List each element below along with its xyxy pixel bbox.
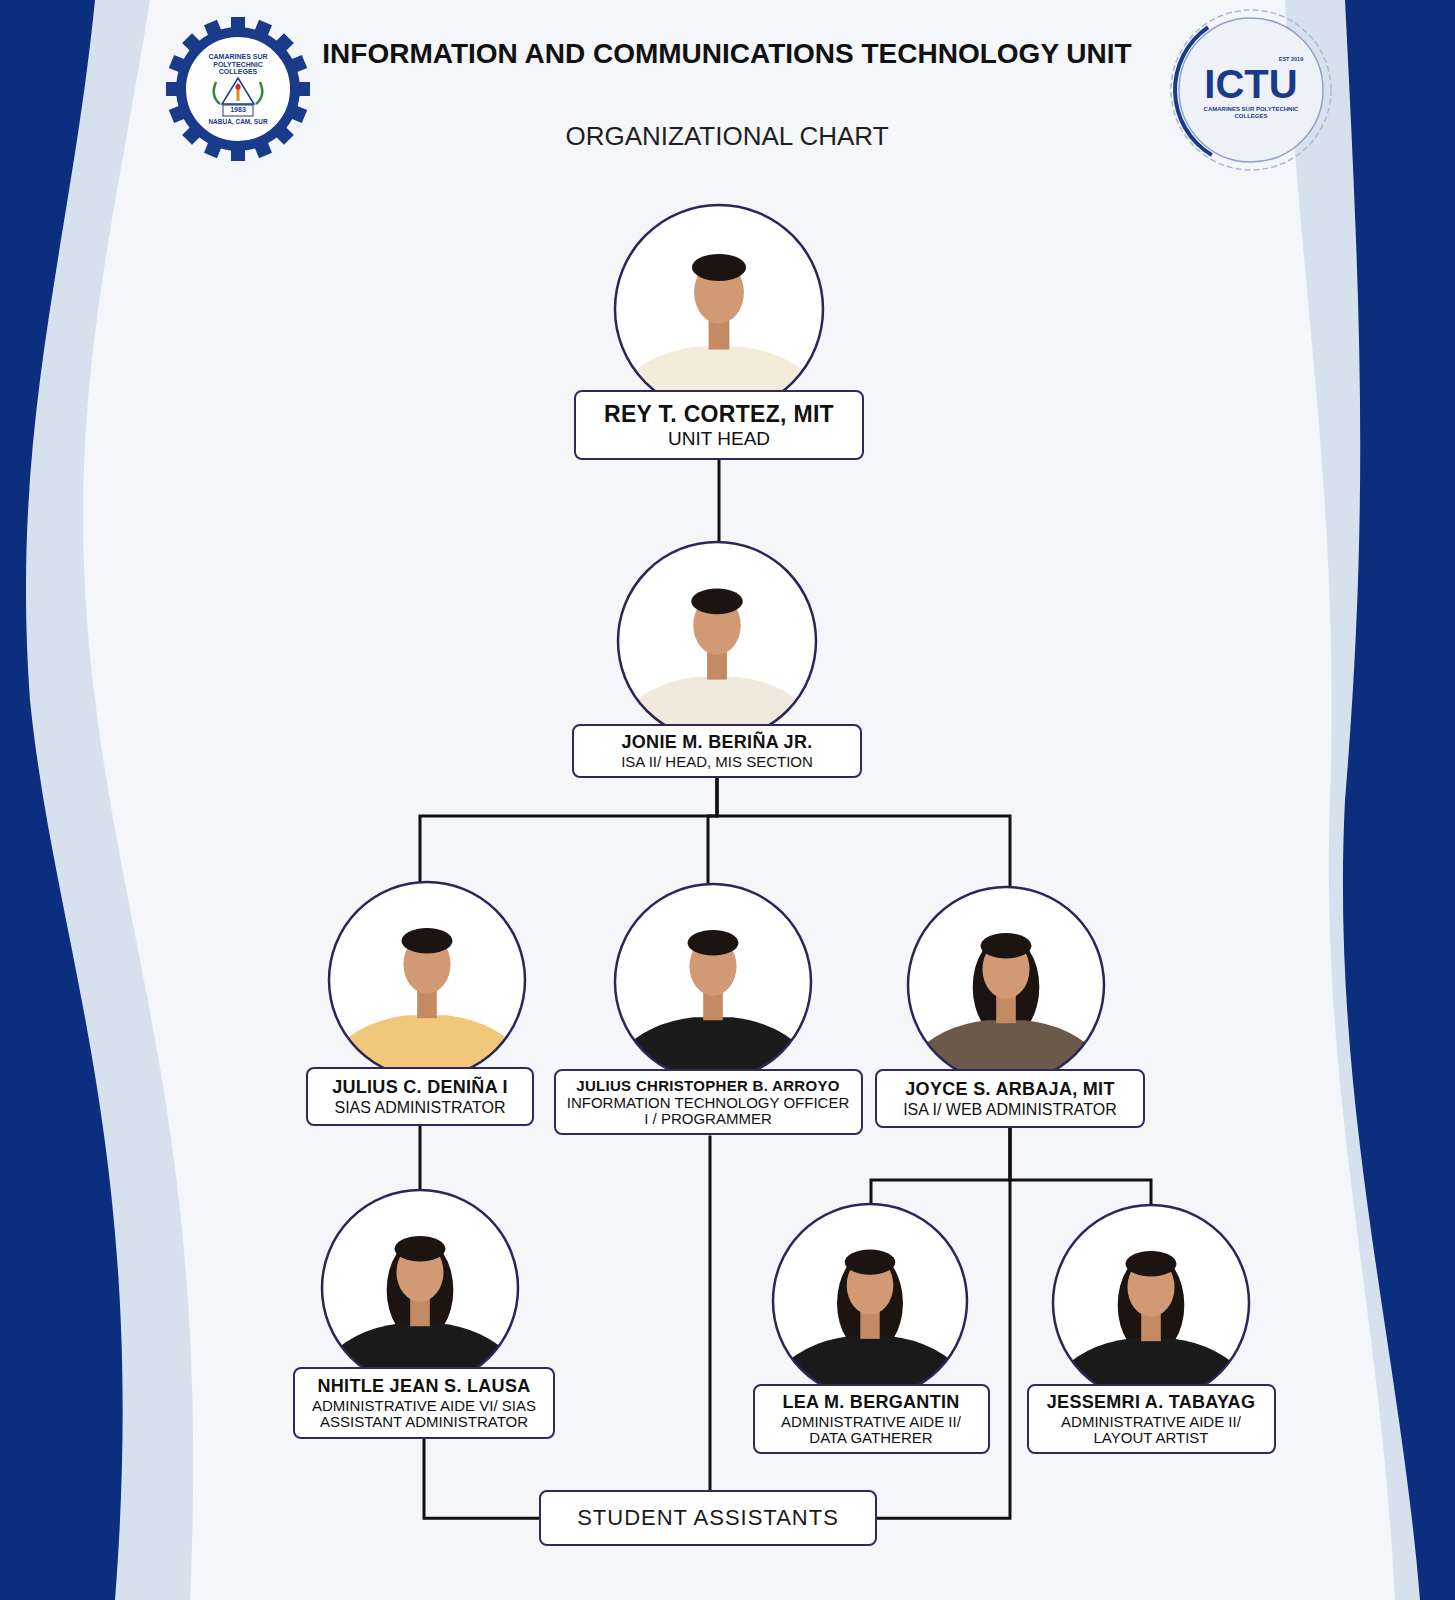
portrait bbox=[773, 1204, 967, 1398]
connector-line bbox=[709, 1135, 712, 1490]
portrait-ground bbox=[322, 1190, 518, 1386]
portrait bbox=[322, 1190, 518, 1386]
person-name: NHITLE JEAN S. LAUSA bbox=[317, 1376, 530, 1398]
person-role: ADMINISTRATIVE AIDE II/ LAYOUT ARTIST bbox=[1039, 1414, 1264, 1446]
person-role: ADMINISTRATIVE AIDE VI/ SIAS ASSISTANT A… bbox=[305, 1398, 543, 1430]
person-box: JULIUS C. DENIÑA ISIAS ADMINISTRATOR bbox=[306, 1067, 534, 1126]
logo-text: NABUA, CAM. SUR bbox=[198, 118, 278, 126]
left-dark-wave bbox=[0, 0, 123, 1600]
gear-ring bbox=[176, 27, 300, 151]
person-role: UNIT HEAD bbox=[590, 429, 848, 450]
logo-text: CAMARINES SUR POLYTECHNIC COLLEGES bbox=[199, 53, 277, 76]
torch bbox=[237, 90, 240, 101]
person-name: JULIUS CHRISTOPHER B. ARROYO bbox=[576, 1077, 839, 1095]
portrait bbox=[615, 884, 811, 1080]
hair bbox=[692, 254, 746, 281]
logo-year: 1983 bbox=[223, 106, 253, 114]
person-box: JESSEMRI A. TABAYAGADMINISTRATIVE AIDE I… bbox=[1027, 1384, 1276, 1454]
portrait-ground bbox=[773, 1204, 967, 1398]
person-box: NHITLE JEAN S. LAUSAADMINISTRATIVE AIDE … bbox=[293, 1367, 555, 1439]
person-role: ISA I/ WEB ADMINISTRATOR bbox=[887, 1101, 1133, 1118]
right-dark-wave bbox=[1343, 0, 1455, 1600]
logo-text: CAMARINES SUR POLYTECHNIC COLLEGES bbox=[1196, 106, 1306, 120]
portrait-ground bbox=[908, 887, 1104, 1083]
person-name: REY T. CORTEZ, MIT bbox=[604, 401, 834, 429]
person-box: JULIUS CHRISTOPHER B. ARROYOINFORMATION … bbox=[554, 1069, 863, 1135]
logo-wordmark: ICTU bbox=[1176, 64, 1326, 104]
hair bbox=[691, 589, 742, 615]
portrait-frame bbox=[773, 1204, 967, 1398]
chart-title: INFORMATION AND COMMUNICATIONS TECHNOLOG… bbox=[302, 38, 1152, 70]
portrait bbox=[615, 205, 823, 413]
hair bbox=[402, 928, 453, 953]
connector-line bbox=[424, 1439, 539, 1518]
person-role: INFORMATION TECHNOLOGY OFFICER I / PROGR… bbox=[566, 1095, 851, 1127]
portrait-ground bbox=[615, 884, 811, 1080]
portrait bbox=[908, 887, 1104, 1083]
left-light-wave bbox=[0, 0, 193, 1600]
logo-text: EST 2019 bbox=[1271, 56, 1311, 62]
logo-ring bbox=[1171, 10, 1331, 170]
portrait-frame bbox=[1053, 1205, 1249, 1401]
portrait-frame bbox=[908, 887, 1104, 1083]
person-box: REY T. CORTEZ, MITUNIT HEAD bbox=[574, 390, 864, 460]
portrait-ground bbox=[1053, 1205, 1249, 1401]
group-box: STUDENT ASSISTANTS bbox=[539, 1490, 877, 1546]
portrait-frame bbox=[329, 882, 525, 1078]
hair bbox=[1126, 1251, 1177, 1276]
portrait-ground bbox=[329, 882, 525, 1078]
person-box: JONIE M. BERIÑA JR.ISA II/ HEAD, MIS SEC… bbox=[572, 724, 862, 778]
person-box: JOYCE S. ARBAJA, MITISA I/ WEB ADMINISTR… bbox=[875, 1069, 1145, 1128]
person-name: JESSEMRI A. TABAYAG bbox=[1047, 1392, 1255, 1414]
person-name: JONIE M. BERIÑA JR. bbox=[621, 732, 812, 754]
portrait bbox=[1053, 1205, 1249, 1401]
hair bbox=[395, 1236, 446, 1261]
portrait-ground bbox=[618, 542, 816, 740]
portrait-frame bbox=[618, 542, 816, 740]
person-role: SIAS ADMINISTRATOR bbox=[318, 1099, 522, 1116]
group-label: STUDENT ASSISTANTS bbox=[577, 1505, 839, 1531]
hair bbox=[688, 930, 739, 955]
right-light-wave bbox=[1285, 0, 1455, 1600]
hair bbox=[845, 1250, 895, 1275]
portrait bbox=[329, 882, 525, 1078]
unit-logo bbox=[1171, 10, 1331, 170]
chart-subtitle: ORGANIZATIONAL CHART bbox=[467, 121, 987, 152]
person-box: LEA M. BERGANTINADMINISTRATIVE AIDE II/ … bbox=[753, 1384, 990, 1454]
logo-disc bbox=[185, 36, 291, 142]
laurel bbox=[256, 82, 262, 104]
person-name: LEA M. BERGANTIN bbox=[782, 1392, 959, 1414]
portrait-ground bbox=[615, 205, 823, 413]
portrait-frame bbox=[615, 884, 811, 1080]
portrait bbox=[618, 542, 816, 740]
torch-flame bbox=[235, 83, 240, 90]
logo-triangle bbox=[222, 78, 254, 104]
college-logo bbox=[166, 17, 310, 161]
portrait-frame bbox=[322, 1190, 518, 1386]
laurel bbox=[214, 82, 220, 104]
person-role: ISA II/ HEAD, MIS SECTION bbox=[584, 754, 850, 770]
person-role: ADMINISTRATIVE AIDE II/ DATA GATHERER bbox=[765, 1414, 978, 1446]
person-name: JOYCE S. ARBAJA, MIT bbox=[905, 1079, 1114, 1101]
year-box bbox=[223, 105, 253, 116]
portrait-frame bbox=[615, 205, 823, 413]
person-name: JULIUS C. DENIÑA I bbox=[332, 1077, 508, 1099]
hair bbox=[981, 933, 1032, 958]
